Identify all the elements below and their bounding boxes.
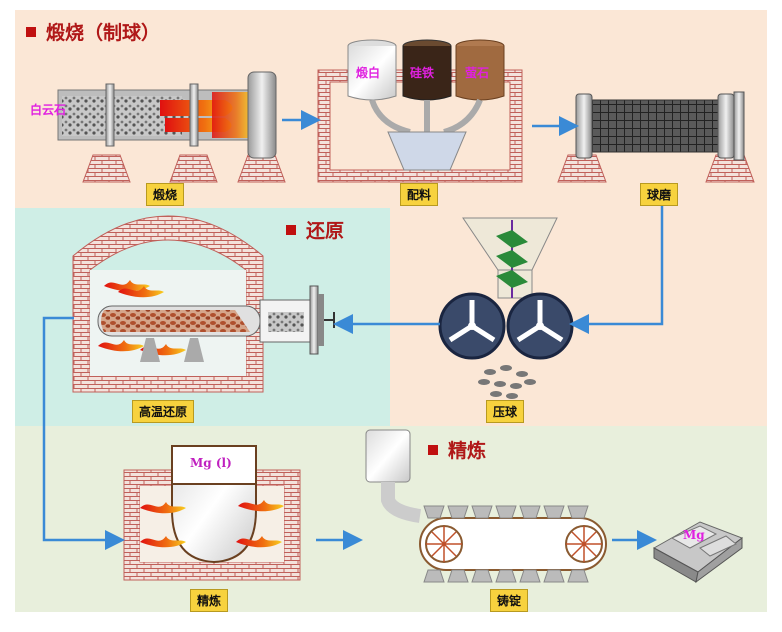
mg-ingot: [652, 521, 744, 584]
section-title-text: 精炼: [448, 440, 487, 462]
label-pressing: 压球: [486, 400, 525, 423]
label-ball-mill: 球磨: [640, 183, 679, 206]
casting-machine: [365, 429, 607, 583]
label-batching: 配料: [400, 183, 439, 206]
section-title-refining: 精炼: [428, 436, 486, 463]
material-mg-ingot: Mg: [683, 528, 705, 542]
material-calcined-dolomite: 煅白: [356, 66, 381, 80]
label-refining: 精炼: [190, 589, 229, 612]
arrow-reduction-to-refining: [42, 316, 125, 550]
label-reduction: 高温还原: [132, 400, 195, 423]
material-dolomite: 白云石: [30, 103, 67, 117]
bullet-icon: [286, 224, 296, 235]
section-title-text: 还原: [306, 220, 345, 242]
material-ferrosilicon: 硅铁: [410, 66, 435, 80]
label-casting: 铸锭: [490, 589, 529, 612]
material-mg-liquid: Mg (l): [190, 456, 232, 470]
bullet-icon: [428, 444, 438, 455]
arrow-mill-to-press: [569, 206, 664, 334]
section-title-text: 煅烧（制球）: [46, 22, 161, 44]
batching-unit: [317, 39, 523, 183]
refining-furnace: [123, 445, 301, 581]
flow-arrows: [42, 110, 664, 550]
rotary-kiln: [57, 71, 286, 183]
section-title-calcination: 煅烧（制球）: [26, 18, 160, 45]
ball-mill: [557, 91, 755, 183]
section-title-reduction: 还原: [286, 216, 344, 243]
bullet-icon: [26, 26, 36, 37]
material-fluorite: 萤石: [465, 66, 490, 80]
label-calcine: 煅烧: [146, 183, 185, 206]
briquette-press: [438, 217, 574, 399]
reduction-furnace: [72, 215, 335, 393]
